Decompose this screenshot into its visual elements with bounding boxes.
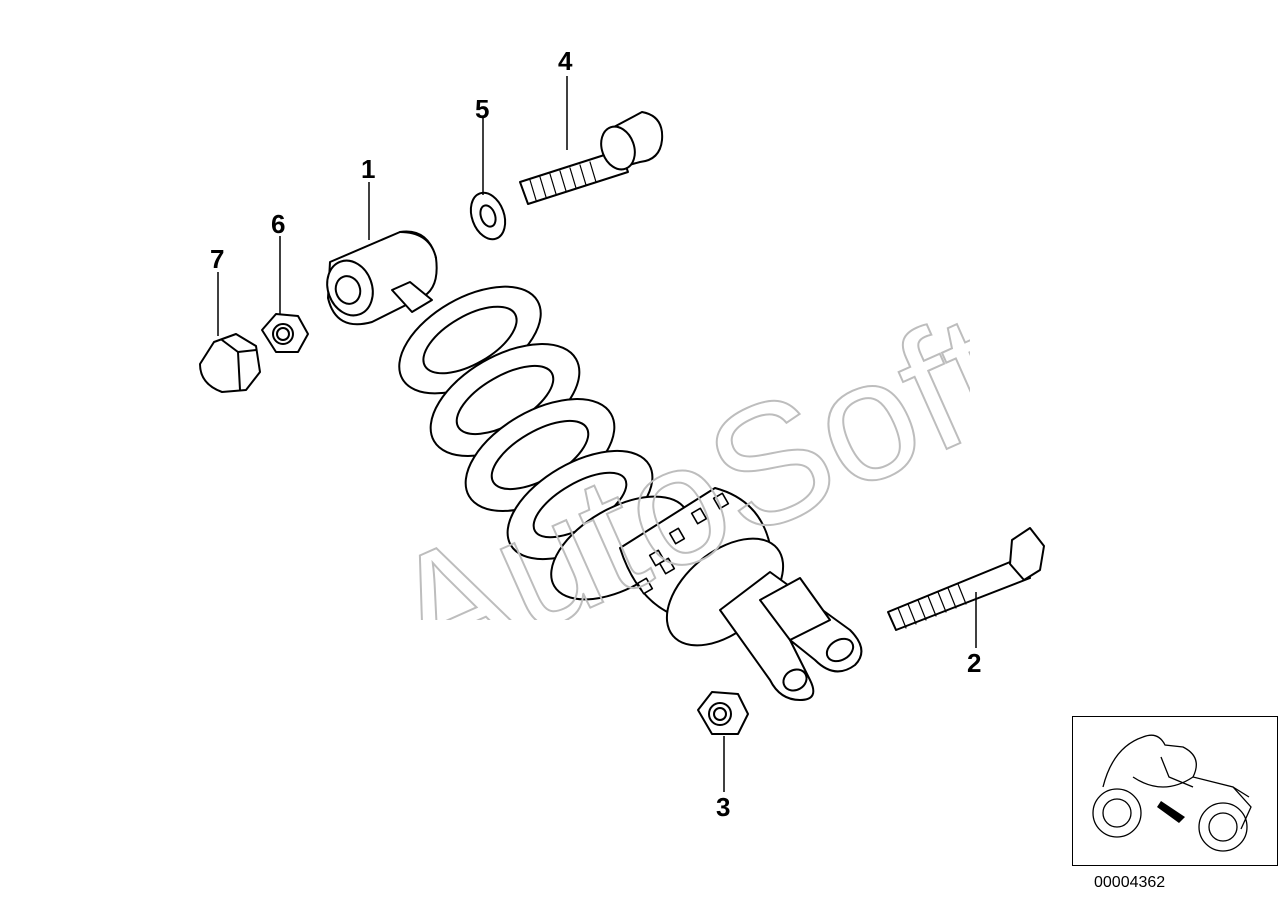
part-label-1: 1 (361, 154, 376, 184)
part-label-2: 2 (967, 648, 982, 678)
part-label-5: 5 (475, 94, 490, 124)
motorcycle-icon (1092, 734, 1252, 852)
diagram-id: 00004362 (1094, 874, 1166, 891)
bolt-right (887, 527, 1045, 631)
shock-location-marker (1157, 801, 1185, 823)
bolt-top (519, 111, 664, 205)
part-label-3: 3 (716, 792, 731, 822)
washer (469, 191, 507, 241)
part-label-6: 6 (271, 209, 286, 239)
leader-lines (217, 76, 977, 792)
part-label-7: 7 (210, 244, 225, 274)
hex-nut-lower (697, 691, 749, 735)
location-inset (1072, 716, 1278, 866)
hex-nut-upper (261, 313, 309, 353)
shock-absorber (326, 230, 863, 701)
cap-nut (199, 333, 261, 393)
part-label-4: 4 (558, 46, 573, 76)
